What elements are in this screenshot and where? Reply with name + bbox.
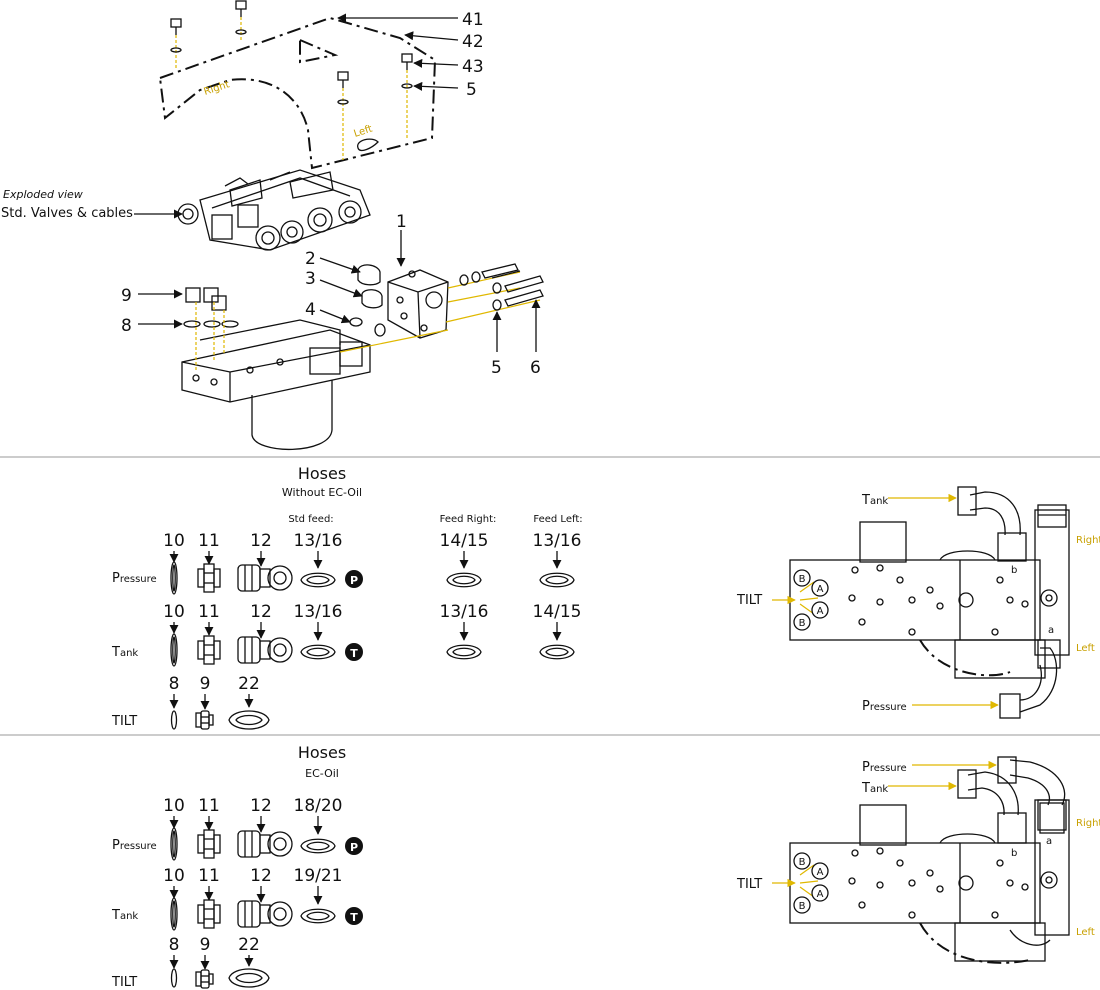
svg-text:B: B	[799, 901, 806, 912]
callout-8: 8	[121, 316, 132, 336]
block1-tilt-label: TILT	[736, 593, 762, 608]
block2-right-label: Right	[1076, 818, 1100, 829]
block2-tank-label: Tank	[861, 781, 888, 796]
s1-t-feed-right: 13/16	[440, 602, 489, 622]
s1-tilt-part-8: 8	[169, 674, 180, 694]
s2-pressure-badge: P	[350, 841, 358, 854]
s1-col-right: Feed Right:	[440, 514, 497, 525]
s1-pressure-badge: P	[350, 574, 358, 587]
s2-pressure-label: Pressure	[112, 838, 157, 853]
fittings-9-8	[183, 287, 239, 370]
s2-tilt-part-22: 22	[238, 935, 260, 955]
block1-ports: B A A B	[793, 569, 829, 631]
svg-text:A: A	[817, 889, 824, 900]
svg-text:A: A	[817, 867, 824, 878]
valve-block-2	[789, 756, 1070, 964]
svg-text:A: A	[817, 606, 824, 617]
block1-right-label: Right	[1076, 535, 1100, 546]
callout-5b: 5	[491, 358, 502, 378]
block1-left-label: Left	[1076, 643, 1095, 654]
callout-43: 43	[462, 57, 484, 77]
s2-p-part-11: 11	[198, 796, 220, 816]
callout-42: 42	[462, 32, 484, 52]
cover-left-label: Left	[353, 124, 374, 140]
s1-t-part-10: 10	[163, 602, 185, 622]
svg-text:B: B	[799, 574, 806, 585]
block2-port-a: a	[1046, 836, 1052, 847]
s2-tilt-part-9: 9	[200, 935, 211, 955]
block2-port-b: b	[1011, 848, 1017, 859]
s2-p-part-10: 10	[163, 796, 185, 816]
s1-p-feed-left: 13/16	[533, 531, 582, 551]
callout-6: 6	[530, 358, 541, 378]
s1-p-part-10: 10	[163, 531, 185, 551]
valve-block-1	[789, 486, 1070, 719]
s1-t-part-13-16: 13/16	[294, 602, 343, 622]
cover-plate	[158, 16, 437, 170]
cover-right-label: Right	[203, 79, 232, 98]
svg-text:A: A	[817, 584, 824, 595]
s1-tilt-part-9: 9	[200, 674, 211, 694]
block2-pressure-label: Pressure	[862, 760, 907, 775]
s1-t-part-12: 12	[250, 602, 272, 622]
tilt-manifold	[339, 264, 541, 353]
s2-tilt-part-8: 8	[169, 935, 180, 955]
callout-5a: 5	[466, 80, 477, 100]
s1-col-std: Std feed:	[288, 514, 333, 525]
s2-t-part-10: 10	[163, 866, 185, 886]
exploded-caption: Exploded view	[3, 188, 83, 201]
valves-and-cables	[177, 169, 371, 251]
block1-tank-label: Tank	[861, 493, 888, 508]
block2-left-label: Left	[1076, 927, 1095, 938]
s1-tank-label: Tank	[111, 645, 138, 660]
s2-tank-badge: T	[350, 911, 358, 924]
callout-2: 2	[305, 249, 316, 269]
s1-tilt-part-22: 22	[238, 674, 260, 694]
s1-tilt-label: TILT	[111, 714, 137, 729]
s2-p-part-18-20: 18/20	[294, 796, 343, 816]
block2-tilt-label: TILT	[736, 877, 762, 892]
callout-3: 3	[305, 269, 316, 289]
s1-t-part-11: 11	[198, 602, 220, 622]
s2-p-part-12: 12	[250, 796, 272, 816]
s1-p-part-13-16: 13/16	[294, 531, 343, 551]
s1-pressure-label: Pressure	[112, 571, 157, 586]
s2-t-part-11: 11	[198, 866, 220, 886]
callout-4: 4	[305, 300, 316, 320]
block1-port-b: b	[1011, 565, 1017, 576]
s2-t-part-12: 12	[250, 866, 272, 886]
s2-subtitle: EC-Oil	[305, 767, 339, 780]
callout-1: 1	[396, 212, 407, 232]
svg-text:B: B	[799, 618, 806, 629]
s1-p-part-12: 12	[250, 531, 272, 551]
s1-col-left: Feed Left:	[533, 514, 582, 525]
exploded-title: Std. Valves & cables	[1, 206, 133, 221]
s2-tilt-label: TILT	[111, 975, 137, 990]
s2-title: Hoses	[298, 743, 346, 762]
callout-41: 41	[462, 10, 484, 30]
svg-text:B: B	[799, 857, 806, 868]
s1-tank-badge: T	[350, 647, 358, 660]
s1-t-feed-left: 14/15	[533, 602, 582, 622]
cover-bolts	[170, 0, 413, 160]
block1-port-a: a	[1048, 625, 1054, 636]
s2-t-part-19-21: 19/21	[294, 866, 343, 886]
block1-pressure-label: Pressure	[862, 699, 907, 714]
bolts-5-6	[459, 263, 544, 311]
valve-base-block	[181, 319, 371, 451]
s2-tank-label: Tank	[111, 908, 138, 923]
block2-ports: B A A B	[793, 852, 829, 914]
callout-9: 9	[121, 286, 132, 306]
s1-p-feed-right: 14/15	[440, 531, 489, 551]
s1-subtitle: Without EC-Oil	[282, 486, 362, 499]
s1-p-part-11: 11	[198, 531, 220, 551]
s1-title: Hoses	[298, 464, 346, 483]
